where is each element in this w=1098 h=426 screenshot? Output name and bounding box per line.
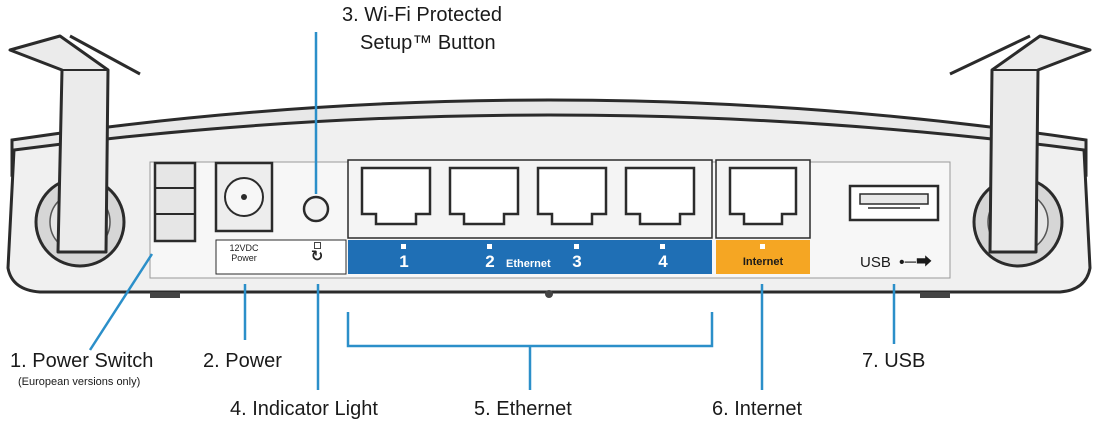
usb-panel-label: USB •─⮕ [860,248,932,272]
callout-lines [88,32,896,390]
internet-led [760,244,765,249]
usb-icon: •─⮕ [899,254,932,271]
label-strips [215,239,810,275]
power-label-line1: 12VDC [229,243,259,253]
ethernet-port [360,166,432,226]
ethernet-port-number: 2 [485,252,495,271]
ethernet-label-strip [348,240,712,274]
callout-indicator-light: 4. Indicator Light [230,398,378,420]
callout-internet: 6. Internet [712,398,803,420]
internet-port [715,159,811,239]
power-jack [214,161,274,233]
left-antenna [8,34,141,254]
ethernet-port [624,166,696,226]
callout-usb: 7. USB [862,350,926,372]
callout-wps-line2: Setup™ Button [360,32,496,54]
callout-power-switch-note: (European versions only) [18,376,141,388]
ethernet-led-1 [401,244,406,249]
indicator-glyph: ↻ [310,248,324,265]
ethernet-port-number: 3 [572,252,582,271]
ethernet-port [448,166,520,226]
usb-panel-text: USB [860,254,891,271]
callout-ethernet: 5. Ethernet [474,398,572,420]
ethernet-led-2 [487,244,492,249]
wps-button [302,195,330,223]
indicator-led [314,242,321,249]
ethernet-led-3 [574,244,579,249]
ethernet-led-4 [660,244,665,249]
power-label-line2: Power [231,253,257,263]
right-antenna [949,34,1092,254]
callout-power-switch: 1. Power Switch [10,350,154,372]
ethernet-port-group [347,159,713,239]
ethernet-strip-label: Ethernet [506,258,551,270]
ethernet-bracket [346,312,714,390]
ethernet-port-number: 4 [658,252,668,271]
power-label: 12VDC Power [222,243,266,263]
callout-wps-line1: 3. Wi-Fi Protected [342,4,503,26]
usb-port [848,184,940,222]
ethernet-port [536,166,608,226]
callout-power: 2. Power [203,350,282,372]
internet-strip-label: Internet [742,256,784,268]
power-switch [153,161,197,243]
ethernet-port-number: 1 [399,252,409,271]
power-switch-leader [88,253,154,351]
